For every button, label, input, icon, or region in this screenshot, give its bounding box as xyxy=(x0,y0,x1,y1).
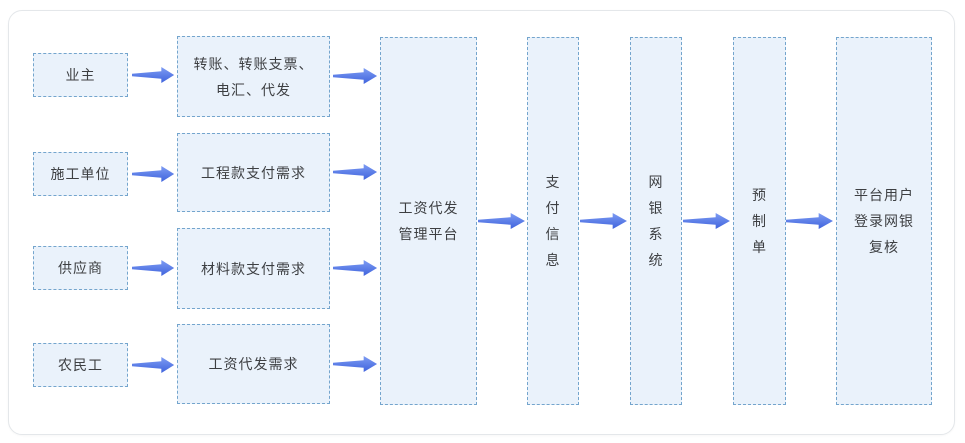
node-salary-management-platform: 工资代发 管理平台 xyxy=(380,37,477,405)
node-project-payment-demand: 工程款支付需求 xyxy=(177,133,330,212)
arrow-project-demand-to-platform xyxy=(333,160,379,184)
arrow-material-demand-to-platform xyxy=(333,256,379,280)
arrow-salary-demand-to-platform xyxy=(333,352,379,376)
arrow-methods-to-platform xyxy=(333,64,379,88)
node-supplier: 供应商 xyxy=(33,246,128,290)
arrow-premade-order-to-review xyxy=(786,209,835,233)
node-construction-unit: 施工单位 xyxy=(33,152,128,196)
node-transfer-methods: 转账、转账支票、 电汇、代发 xyxy=(177,36,330,117)
arrow-supplier-to-material-demand xyxy=(132,256,176,280)
arrow-construction-to-project-demand xyxy=(132,162,176,186)
node-premade-order: 预 制 单 xyxy=(733,37,786,405)
node-material-payment-demand: 材料款支付需求 xyxy=(177,228,330,309)
node-payment-info: 支 付 信 息 xyxy=(527,37,579,405)
arrow-platform-to-payment-info xyxy=(478,209,527,233)
node-migrant-worker: 农民工 xyxy=(33,343,128,387)
arrow-worker-to-salary-demand xyxy=(132,353,176,377)
arrow-ebank-to-premade-order xyxy=(683,209,732,233)
node-owner: 业主 xyxy=(33,53,128,97)
node-platform-user-ebank-review: 平台用户 登录网银 复核 xyxy=(836,37,932,405)
node-ebank-system: 网 银 系 统 xyxy=(630,37,682,405)
arrow-owner-to-methods xyxy=(132,63,176,87)
arrow-payment-info-to-ebank xyxy=(580,209,629,233)
node-salary-distribution-demand: 工资代发需求 xyxy=(177,324,330,404)
